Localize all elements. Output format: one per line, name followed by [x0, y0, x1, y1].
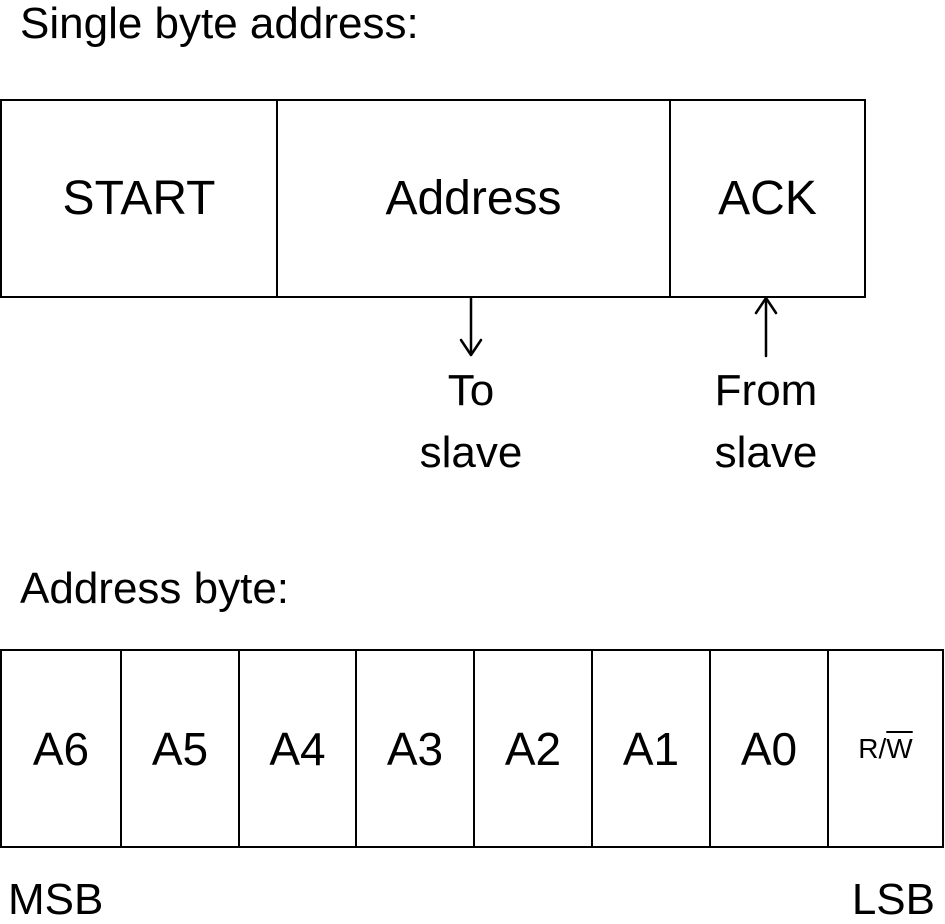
from-slave-arrow — [754, 296, 778, 358]
bit-rw: R/W — [829, 651, 942, 846]
address-field: Address — [278, 101, 671, 296]
from-slave-line2: slave — [714, 428, 818, 477]
from-slave-caption: From slave — [666, 360, 866, 484]
rw-write-label: W — [886, 732, 913, 764]
address-byte-heading: Address byte: — [20, 564, 290, 613]
address-byte-frame: A6 A5 A4 A3 A2 A1 A0 R/W — [0, 649, 944, 848]
rw-read-label: R/ — [858, 732, 887, 764]
start-field: START — [2, 101, 278, 296]
bit-a2: A2 — [475, 651, 593, 846]
bit-a5: A5 — [122, 651, 240, 846]
from-slave-line1: From — [714, 366, 818, 415]
bit-a1: A1 — [593, 651, 711, 846]
lsb-label: LSB — [851, 875, 935, 924]
bit-a6: A6 — [2, 651, 122, 846]
to-slave-line2: slave — [419, 428, 523, 477]
ack-field: ACK — [718, 172, 817, 225]
bit-a0: A0 — [711, 651, 829, 846]
to-slave-arrow — [459, 296, 483, 357]
single-byte-heading: Single byte address: — [20, 0, 419, 48]
to-slave-line1: To — [447, 366, 495, 415]
bit-a3: A3 — [357, 651, 475, 846]
single-byte-frame: START Address ACK — [0, 99, 866, 298]
bit-a4: A4 — [240, 651, 357, 846]
to-slave-caption: To slave — [371, 360, 571, 484]
msb-label: MSB — [8, 875, 104, 924]
